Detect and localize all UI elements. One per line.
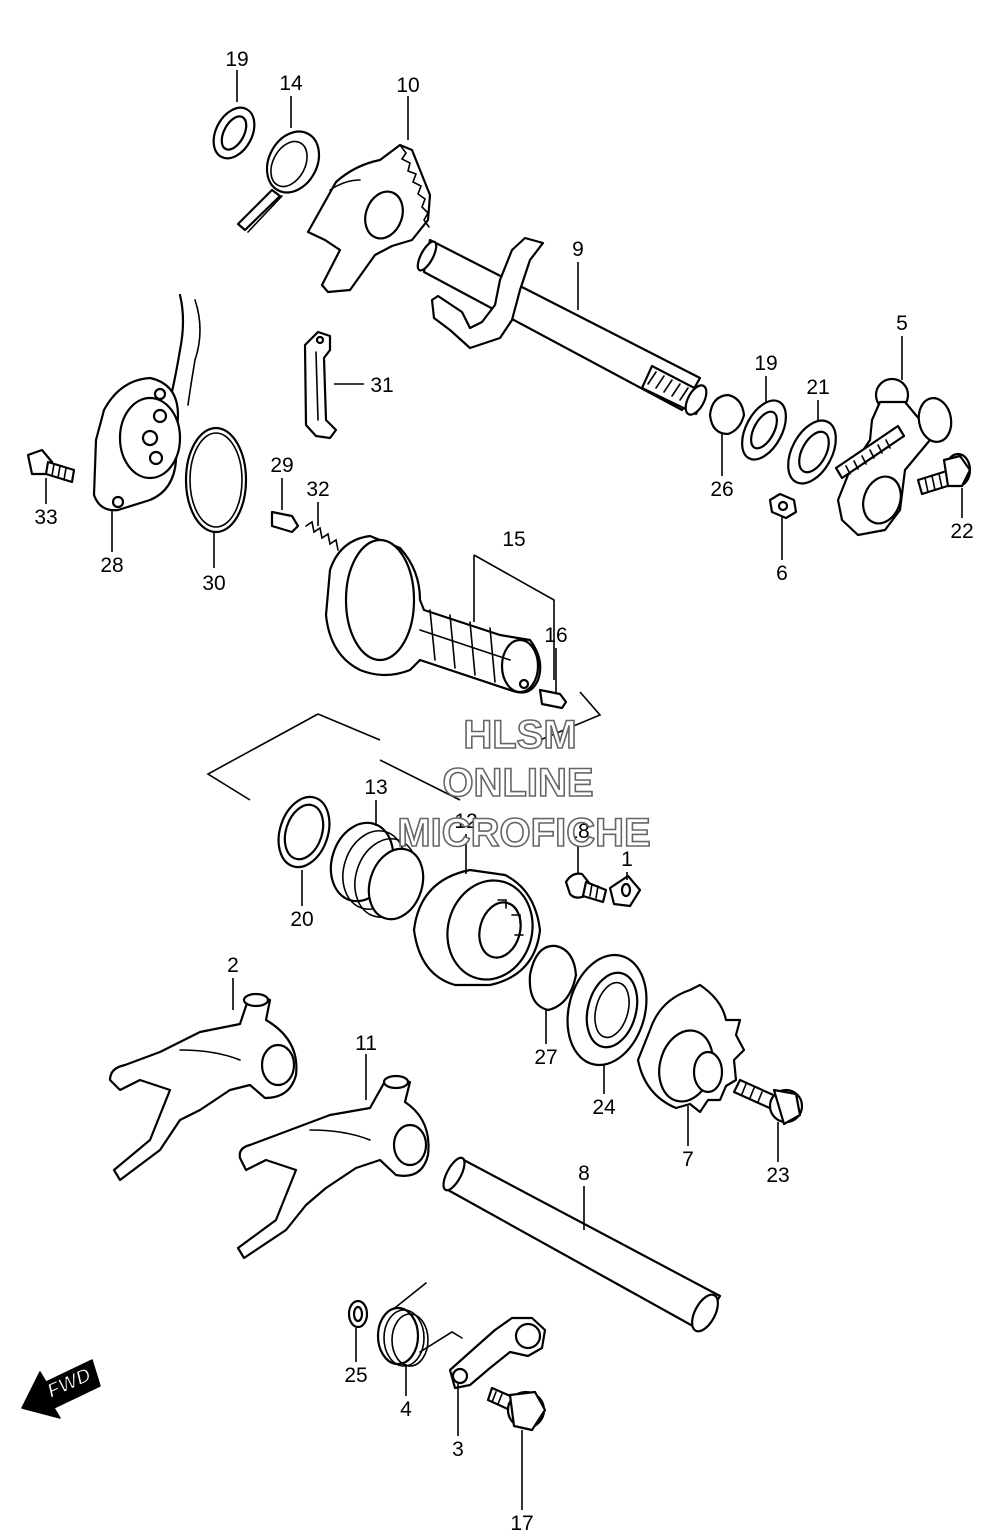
- part-11-shift-fork: [236, 1074, 430, 1260]
- group-bracket-15-16: [206, 554, 602, 801]
- part-7-gear: [636, 983, 746, 1114]
- callout-2: 2: [227, 954, 239, 977]
- callout-20: 20: [290, 908, 313, 931]
- callout-26: 26: [710, 478, 733, 501]
- callout-27: 27: [534, 1046, 557, 1069]
- callout-1: 1: [621, 848, 633, 871]
- part-21-oil-seal: [787, 419, 837, 485]
- callout-7: 7: [682, 1148, 694, 1171]
- callout-17: 17: [510, 1512, 533, 1533]
- part-25-washer: [347, 1299, 369, 1329]
- callout-6: 6: [776, 562, 788, 585]
- callout-31: 31: [370, 374, 393, 397]
- part-12-gear: [412, 868, 542, 987]
- callout-4: 4: [400, 1398, 412, 1421]
- callout-14: 14: [279, 72, 303, 95]
- callout-9: 9: [572, 238, 584, 261]
- callout-28: 28: [100, 554, 123, 577]
- callout-33: 33: [34, 506, 57, 529]
- callout-19-right: 19: [754, 352, 777, 375]
- part-6-nut: [768, 492, 798, 520]
- part-16-pin: [538, 688, 568, 710]
- part-32-spring: [305, 520, 339, 551]
- part-5-shift-lever: [834, 377, 953, 537]
- part-1-washer: [608, 874, 642, 908]
- callout-23: 23: [766, 1164, 789, 1187]
- part-9-gearshift-shaft: [416, 236, 708, 416]
- callout-13: 13: [364, 776, 387, 799]
- callout-18: 18: [566, 820, 589, 843]
- part-8-fork-shaft: [442, 1156, 722, 1333]
- part-20-washer: [277, 795, 331, 869]
- callout-24: 24: [592, 1096, 616, 1119]
- part-19-washer-top: [212, 106, 256, 160]
- part-24-bearing: [566, 953, 648, 1067]
- part-27-circlip: [528, 944, 578, 1012]
- part-30-o-ring: [184, 426, 248, 534]
- part-2-shift-fork: [108, 992, 298, 1182]
- callout-19-top: 19: [225, 48, 248, 71]
- part-23-bolt: [732, 1078, 804, 1126]
- callout-16: 16: [544, 624, 567, 647]
- part-26-circlip: [708, 393, 746, 436]
- part-18-screw: [564, 872, 608, 904]
- part-17-bolt: [486, 1386, 547, 1432]
- part-29-pin: [270, 510, 300, 534]
- callout-5: 5: [896, 312, 908, 335]
- callout-29: 29: [270, 454, 293, 477]
- callout-labels: 19 14 10 9 31 5 19 21 26 22 6 33 28 30 2…: [34, 48, 973, 1533]
- fwd-arrow-icon: FWD: [21, 1359, 101, 1419]
- watermark: HLSM ONLINE MICROFICHE: [397, 712, 652, 856]
- part-22-bolt: [916, 452, 972, 496]
- callout-15: 15: [502, 528, 525, 551]
- part-33-bolt: [26, 448, 76, 484]
- part-19-washer-right: [741, 399, 787, 461]
- leader-lines: [45, 70, 963, 1510]
- watermark-line2: ONLINE: [442, 761, 593, 805]
- watermark-line1: HLSM: [463, 713, 576, 757]
- callout-3: 3: [452, 1438, 464, 1461]
- callout-12: 12: [454, 810, 477, 833]
- part-14-spring: [236, 130, 321, 233]
- part-4-spring: [376, 1282, 463, 1367]
- part-15-gearshift-cam: [324, 534, 542, 694]
- callout-30: 30: [202, 572, 225, 595]
- callout-22: 22: [950, 520, 973, 543]
- callout-25: 25: [344, 1364, 367, 1387]
- watermark-line3: MICROFICHE: [397, 811, 650, 855]
- part-31-spring-guide: [303, 330, 338, 440]
- part-10-shift-plate: [306, 143, 432, 294]
- part-3-stopper: [448, 1316, 547, 1390]
- callout-32: 32: [306, 478, 329, 501]
- callout-8: 8: [578, 1162, 590, 1185]
- callout-21: 21: [806, 376, 829, 399]
- part-13-spring: [329, 821, 425, 921]
- part-28-cover: [92, 293, 201, 512]
- callout-11: 11: [355, 1032, 377, 1055]
- callout-10: 10: [396, 74, 419, 97]
